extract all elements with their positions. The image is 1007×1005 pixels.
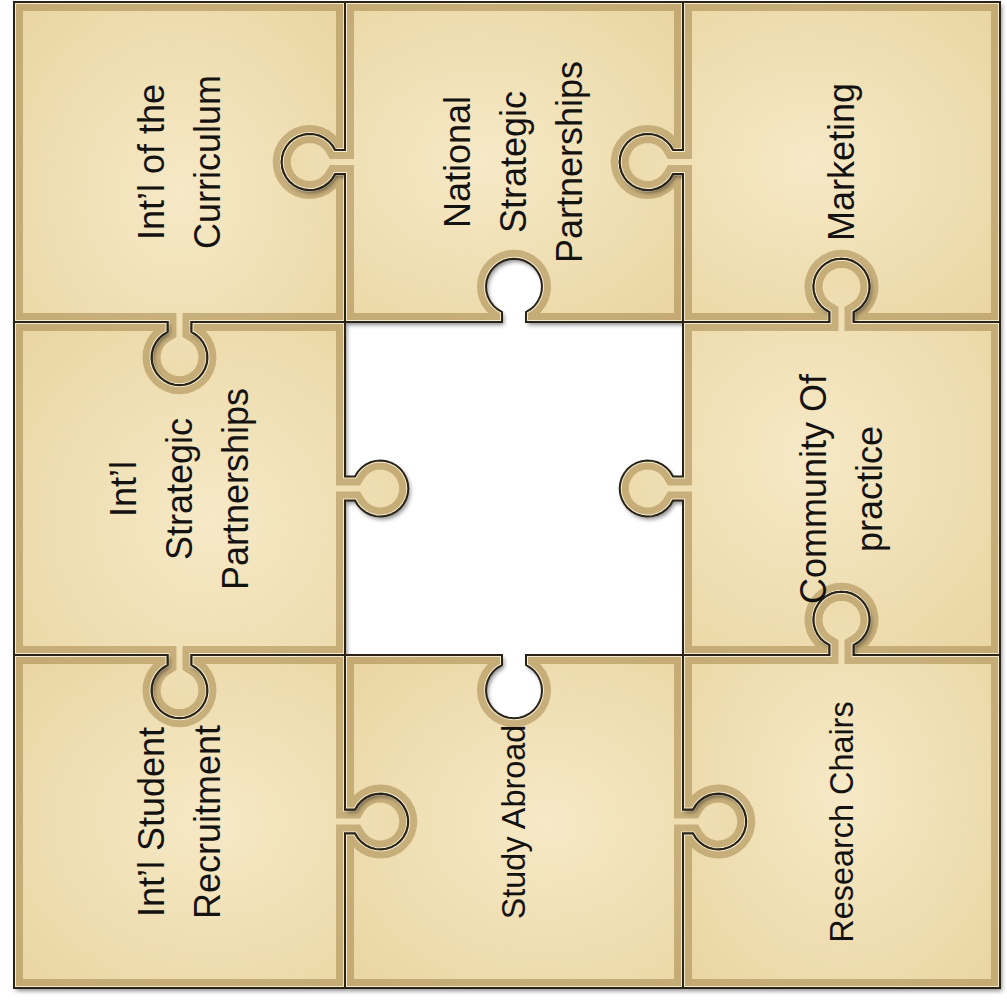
piece-label: Community Of practice [786, 369, 898, 609]
piece-label: Research Chairs [816, 662, 866, 982]
piece-label: Int’l Student Recruitment [124, 724, 236, 918]
piece-label: Marketing [814, 83, 870, 241]
piece-outline [14, 655, 345, 988]
piece-label: Int’l of the Curriculum [124, 67, 236, 257]
piece-label: Study Abroad [489, 672, 539, 972]
piece-label: National Strategic Partnerships [430, 61, 597, 263]
puzzle-piece: Study Abroad [345, 655, 683, 988]
puzzle-piece: Community Of practice [683, 322, 1000, 655]
puzzle-piece: Int’l Student Recruitment [14, 655, 345, 988]
piece-label: Int’l Strategic Partnerships [96, 387, 263, 589]
puzzle-piece: Research Chairs [683, 655, 1000, 988]
puzzle-piece: Int’l Strategic Partnerships [14, 322, 345, 655]
